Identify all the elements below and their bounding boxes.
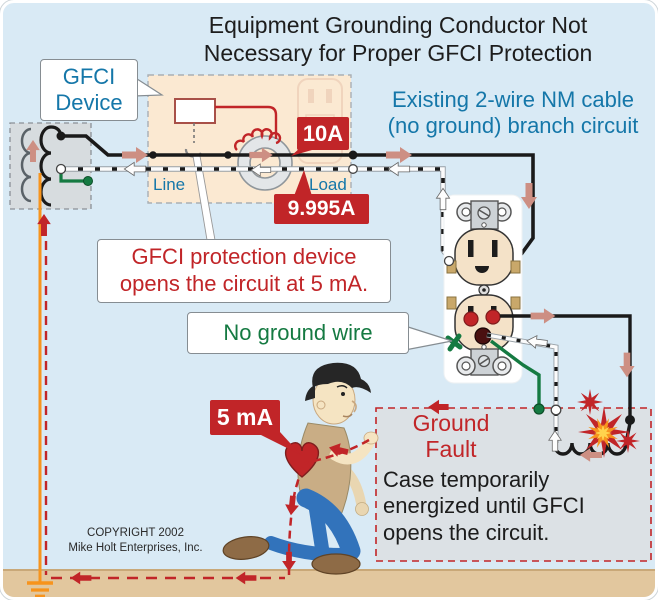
no-ground-wire-callout: No ground wire xyxy=(187,312,409,354)
load-side-label: Load xyxy=(309,175,347,194)
existing-cable-label: Existing 2-wire NM cable (no ground) bra… xyxy=(387,87,639,138)
ground-fault-note: Case temporarily energized until GFCI op… xyxy=(383,467,585,545)
grounding-electrode-wire xyxy=(27,173,53,597)
ground-fault-coil-icon xyxy=(552,421,632,456)
ground-rod-icon xyxy=(27,581,53,597)
fault-current-path xyxy=(37,213,285,585)
return-current-badge: 9.995A xyxy=(274,194,369,224)
shock-current-badge: 5 mA xyxy=(210,400,280,435)
shock-current-path xyxy=(282,438,370,575)
page-title: Equipment Grounding Conductor Not Necess… xyxy=(203,12,593,67)
spark-icon xyxy=(577,389,640,458)
copyright-notice: COPYRIGHT 2002 Mike Holt Enterprises, In… xyxy=(68,527,203,554)
ct-winding-icon xyxy=(234,128,282,151)
service-neutral-ground-wire xyxy=(55,163,358,186)
boot-icon xyxy=(222,536,361,575)
diagram-artwork xyxy=(3,74,655,597)
gfci-protection-callout: GFCI protection device opens the circuit… xyxy=(97,239,391,303)
no-ground-stub-icon xyxy=(445,333,463,352)
load-current-badge: 10A xyxy=(297,117,349,150)
person-figure xyxy=(222,362,379,575)
line-side-label: Line xyxy=(153,175,186,194)
callout-tails xyxy=(133,75,453,455)
earth-ground xyxy=(3,569,655,597)
gfci-device-callout: GFCI Device xyxy=(40,59,138,121)
hair-icon xyxy=(312,362,371,393)
ground-fault-heading: Ground Fault xyxy=(412,410,490,463)
